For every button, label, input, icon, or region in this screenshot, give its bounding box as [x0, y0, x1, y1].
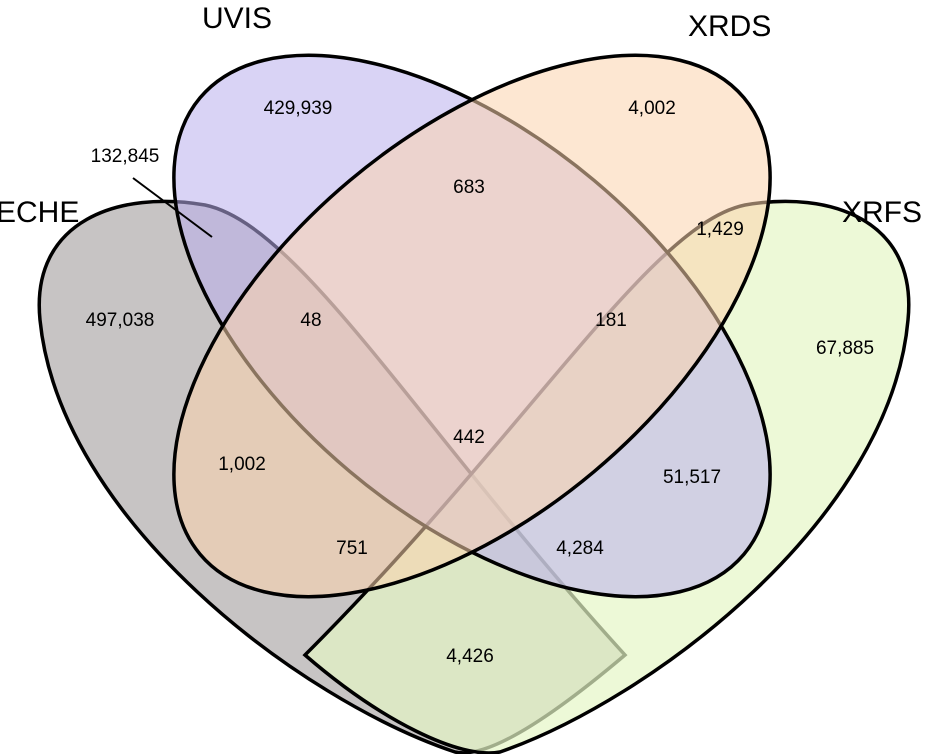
region-uvis-only: 429,939 — [264, 98, 333, 119]
region-uvis-eche: 132,845 — [91, 146, 160, 167]
region-xrds-xrfs: 1,429 — [696, 219, 744, 240]
region-uvis-eche-xrfs: 4,284 — [556, 538, 604, 559]
region-xrds-only: 4,002 — [628, 98, 676, 119]
region-eche-only: 497,038 — [86, 310, 155, 331]
region-uvis-xrfs: 51,517 — [663, 467, 721, 488]
set-label-xrfs: XRFS — [842, 196, 922, 229]
region-uvis-xrds-xrfs: 181 — [595, 310, 627, 331]
region-xrfs-only: 67,885 — [816, 338, 874, 359]
region-eche-xrfs: 4,426 — [446, 646, 494, 667]
region-uvis-xrds-eche: 48 — [300, 310, 321, 331]
region-uvis-xrds: 683 — [453, 177, 485, 198]
region-xrds-eche-xrfs: 751 — [336, 538, 368, 559]
region-xrds-eche: 1,002 — [218, 454, 266, 475]
set-label-eche: ECHE — [0, 196, 79, 229]
set-label-uvis: UVIS — [202, 2, 272, 35]
xrds-set-shape — [172, 53, 772, 599]
callout-line — [132, 177, 213, 238]
region-all-four: 442 — [453, 427, 485, 448]
set-label-xrds: XRDS — [688, 10, 771, 43]
